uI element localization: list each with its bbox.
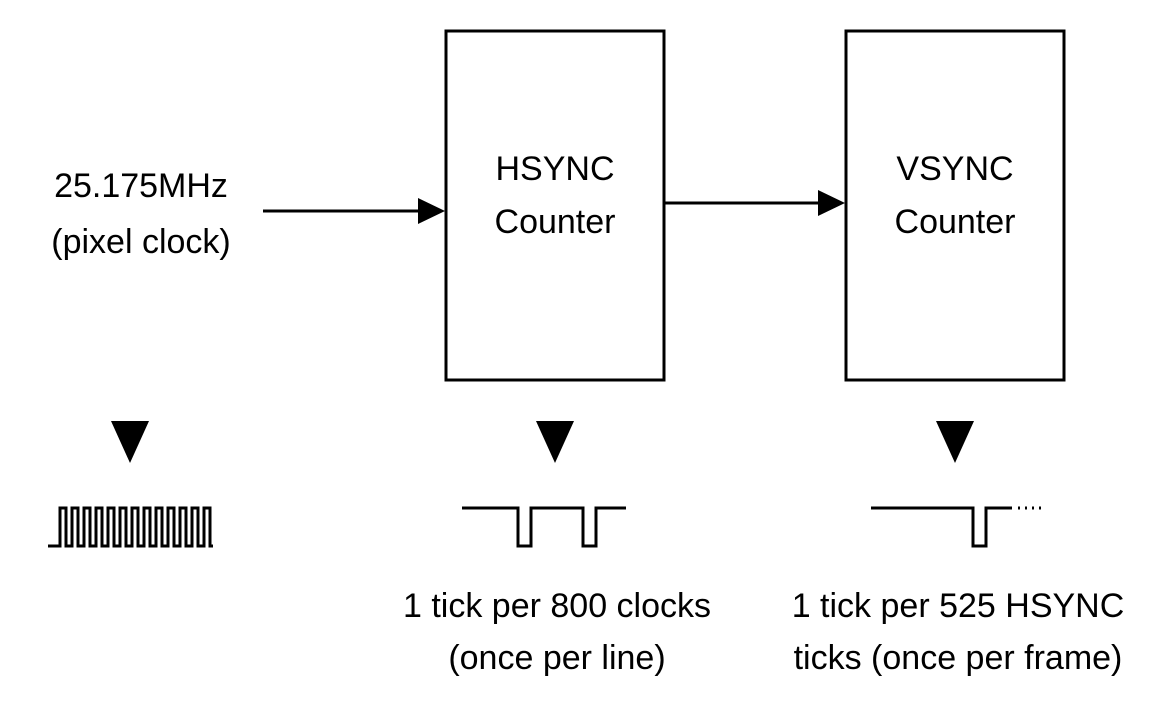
input-to-hsync-arrow xyxy=(263,198,445,224)
hsync-counter-subtitle: Counter xyxy=(495,203,616,241)
input-frequency-label: 25.175MHz xyxy=(54,167,228,205)
pixel-clock-waveform-icon xyxy=(48,506,213,548)
vsync-caption-line2: ticks (once per frame) xyxy=(794,639,1123,677)
vsync-counter-block: VSYNC Counter xyxy=(844,29,1066,382)
vsync-caption-line1: 1 tick per 525 HSYNC xyxy=(792,587,1125,625)
vsync-down-marker-icon xyxy=(936,421,974,463)
vsync-counter-subtitle: Counter xyxy=(895,203,1016,241)
vsync-counter-title: VSYNC xyxy=(896,150,1013,188)
clock-down-marker-icon xyxy=(111,421,149,463)
hsync-to-vsync-arrow xyxy=(664,190,845,216)
hsync-counter-title: HSYNC xyxy=(495,150,614,188)
hsync-counter-block: HSYNC Counter xyxy=(444,29,666,382)
hsync-down-marker-icon xyxy=(536,421,574,463)
hsync-pulse-waveform-icon xyxy=(462,506,626,548)
hsync-caption-line1: 1 tick per 800 clocks xyxy=(403,587,711,625)
hsync-caption-line2: (once per line) xyxy=(448,639,665,677)
input-description-label: (pixel clock) xyxy=(51,223,230,261)
vsync-pulse-waveform-icon xyxy=(871,506,1012,548)
